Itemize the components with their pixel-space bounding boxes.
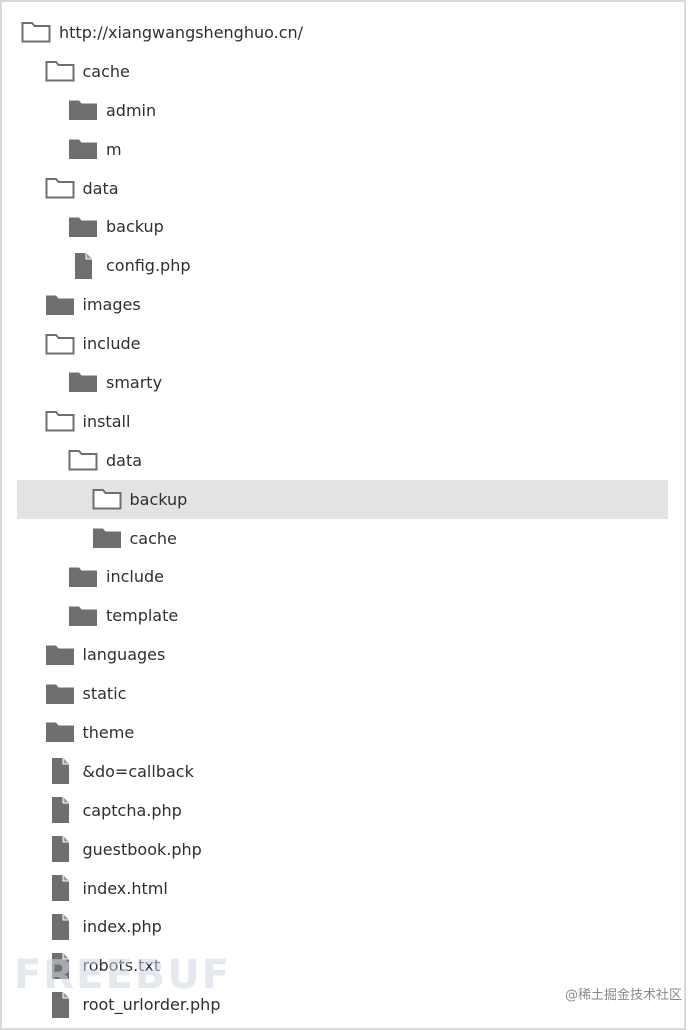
file-icon <box>44 757 76 785</box>
file-icon <box>44 952 76 980</box>
open-folder-icon <box>20 18 52 46</box>
folder-icon <box>44 641 76 669</box>
open-folder-icon <box>91 485 123 513</box>
tree-item[interactable]: guestbook.php <box>0 830 690 869</box>
folder-icon <box>44 718 76 746</box>
folder-icon <box>44 680 76 708</box>
credit-text: @稀土掘金技术社区 <box>564 988 682 1003</box>
tree-item[interactable]: static <box>0 674 690 713</box>
open-folder-icon <box>44 174 76 202</box>
tree-item[interactable]: languages <box>0 635 690 674</box>
tree-item-label: config.php <box>106 256 191 276</box>
folder-icon <box>44 291 76 319</box>
tree-item-label: index.php <box>82 917 162 937</box>
tree-item-label: include <box>106 567 164 587</box>
watermark-logo: FREEBUF <box>14 952 232 998</box>
tree-item[interactable]: data <box>0 441 690 480</box>
tree-item[interactable]: install <box>0 402 690 441</box>
tree-item-label: http://xiangwangshenghuo.cn/ <box>59 22 304 42</box>
tree-item[interactable]: cache <box>0 519 690 558</box>
tree-item-label: backup <box>106 217 164 237</box>
file-icon <box>44 874 76 902</box>
tree-item-label: robots.txt <box>82 956 161 976</box>
file-icon <box>67 252 99 280</box>
tree-item[interactable]: include <box>0 324 690 363</box>
tree-item-label: template <box>106 606 179 626</box>
open-folder-icon <box>67 446 99 474</box>
tree-item-label: languages <box>82 645 166 665</box>
tree-item-label: m <box>106 139 122 159</box>
tree-item[interactable]: backup <box>0 207 690 246</box>
tree-item-label: data <box>82 178 119 198</box>
tree-item[interactable]: images <box>0 285 690 324</box>
tree-item-label: data <box>106 450 143 470</box>
file-icon <box>44 913 76 941</box>
folder-icon <box>67 213 99 241</box>
tree-item-label: backup <box>129 489 188 509</box>
tree-item-label: install <box>82 411 131 431</box>
folder-icon <box>67 135 99 163</box>
tree-item-label: root_urlorder.php <box>82 995 221 1015</box>
tree-item-label: captcha.php <box>82 800 182 820</box>
folder-icon <box>67 563 99 591</box>
folder-icon <box>67 96 99 124</box>
open-folder-icon <box>44 330 76 358</box>
tree-item[interactable]: m <box>0 130 690 169</box>
tree-item-label: admin <box>106 100 157 120</box>
tree-item[interactable]: cache <box>0 52 690 91</box>
tree-item[interactable]: http://xiangwangshenghuo.cn/ <box>0 13 690 52</box>
tree-item-label: smarty <box>106 372 163 392</box>
tree-item[interactable]: &do=callback <box>0 752 690 791</box>
tree-item[interactable]: data <box>0 169 690 208</box>
tree-item[interactable]: smarty <box>0 363 690 402</box>
tree-item-label: static <box>82 684 127 704</box>
tree-item-label: index.html <box>82 878 168 898</box>
tree-item-label: theme <box>82 722 135 742</box>
tree-item-label: images <box>82 295 141 315</box>
tree-item-label: guestbook.php <box>82 839 202 859</box>
tree-item[interactable]: template <box>0 596 690 635</box>
tree-item-label: cache <box>129 528 177 548</box>
folder-icon <box>67 602 99 630</box>
tree-item[interactable]: theme <box>0 713 690 752</box>
tree-item[interactable]: index.php <box>0 907 690 946</box>
tree-item-label: cache <box>82 61 130 81</box>
tree-item[interactable]: robots.txt <box>0 946 690 985</box>
tree-item[interactable]: backup <box>0 479 690 519</box>
folder-icon <box>91 524 123 552</box>
file-icon <box>44 835 76 863</box>
file-icon <box>44 796 76 824</box>
tree-item[interactable]: index.html <box>0 869 690 908</box>
tree-item[interactable]: include <box>0 557 690 596</box>
open-folder-icon <box>44 407 76 435</box>
folder-icon <box>67 368 99 396</box>
tree-item[interactable]: config.php <box>0 246 690 285</box>
tree-item-label: &do=callback <box>82 761 194 781</box>
tree-item-label: include <box>82 334 141 354</box>
open-folder-icon <box>44 57 76 85</box>
tree-item[interactable]: captcha.php <box>0 791 690 830</box>
tree-item[interactable]: admin <box>0 91 690 130</box>
